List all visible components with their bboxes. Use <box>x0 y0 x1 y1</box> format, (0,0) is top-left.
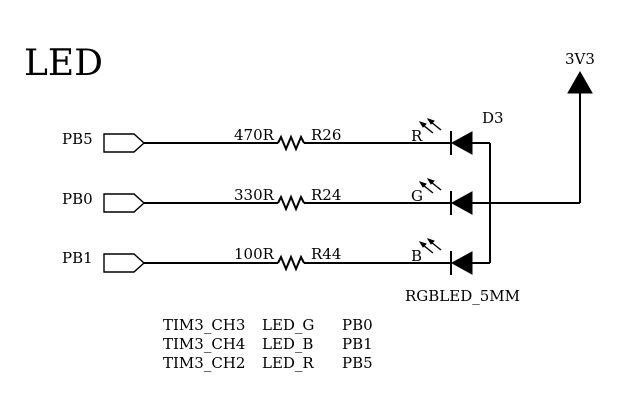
port-label: PB1 <box>62 249 93 267</box>
mapping-pin: PB5 <box>342 354 373 372</box>
resistor-value: 330R <box>234 186 275 204</box>
power-arrow-icon <box>567 70 593 94</box>
port-label: PB0 <box>62 190 93 208</box>
mapping-pin: PB1 <box>342 335 373 353</box>
port-label: PB5 <box>62 130 93 148</box>
led-pin-label: G <box>411 187 423 205</box>
channel-row-pb1: PB1 100R R44 B <box>62 238 490 275</box>
mapping-led: LED_G <box>262 316 314 334</box>
resistor-icon <box>277 194 305 212</box>
resistor-value: 470R <box>234 126 275 144</box>
port-connector-icon <box>103 193 146 213</box>
resistor-ref: R26 <box>311 126 341 144</box>
mapping-timer: TIM3_CH2 <box>163 354 245 372</box>
channel-row-pb5: PB5 470R R26 R <box>62 118 490 155</box>
mapping-row: TIM3_CH4 LED_B PB1 <box>163 335 373 353</box>
pin-mapping-table: TIM3_CH3 LED_G PB0 TIM3_CH4 LED_B PB1 TI… <box>163 316 373 372</box>
schematic-title: LED <box>24 43 103 84</box>
mapping-timer: TIM3_CH3 <box>163 316 245 334</box>
resistor-icon <box>277 134 305 152</box>
channel-row-pb0: PB0 330R R24 G <box>62 178 490 215</box>
resistor-ref: R44 <box>311 245 341 263</box>
power-label: 3V3 <box>565 50 595 68</box>
mapping-pin: PB0 <box>342 316 373 334</box>
resistor-icon <box>277 254 305 272</box>
resistor-ref: R24 <box>311 186 341 204</box>
mapping-row: TIM3_CH3 LED_G PB0 <box>163 316 373 334</box>
led-part: RGBLED_5MM <box>405 287 520 305</box>
mapping-led: LED_B <box>262 335 313 353</box>
diode-icon <box>418 118 490 155</box>
led-ref: D3 <box>482 109 504 127</box>
port-connector-icon <box>103 133 146 153</box>
mapping-row: TIM3_CH2 LED_R PB5 <box>163 354 373 372</box>
resistor-value: 100R <box>234 245 275 263</box>
led-pin-label: B <box>411 247 422 265</box>
diode-icon <box>418 178 490 215</box>
mapping-led: LED_R <box>262 354 314 372</box>
led-pin-label: R <box>411 127 423 145</box>
diode-icon <box>418 238 490 275</box>
mapping-timer: TIM3_CH4 <box>163 335 245 353</box>
port-connector-icon <box>103 253 146 273</box>
